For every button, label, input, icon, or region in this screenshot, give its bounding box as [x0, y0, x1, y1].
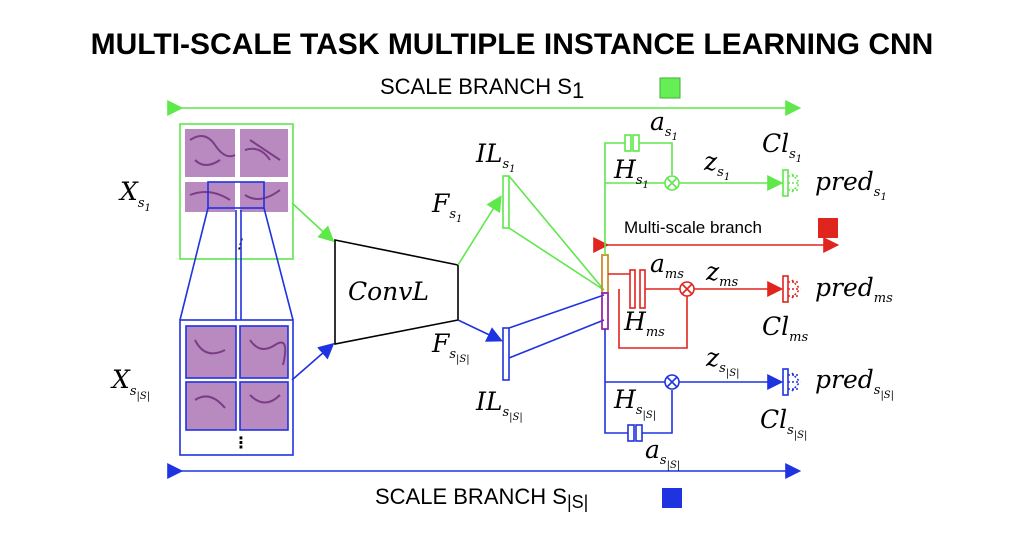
- arrow-input-bottom-to-conv: [291, 342, 335, 381]
- arrow-conv-to-il-top: [457, 195, 502, 266]
- branch-sS: zs|S| Hs|S| as|S| Cls|S| preds|S|: [604, 329, 894, 471]
- sS-attention-label: as|S|: [645, 435, 680, 471]
- input-bottom-ellipsis: ⋮: [233, 433, 249, 452]
- sS-prediction-label: preds|S|: [815, 365, 894, 401]
- s1-hidden-label: Hs1: [613, 155, 649, 191]
- multiscale-branch-label: Multi-scale branch: [624, 218, 762, 237]
- branch-ms: ams Hms zms Clms predms: [608, 249, 893, 349]
- sS-aggregate-label: zs|S|: [705, 343, 739, 379]
- s1-aggregate-label: zs1: [703, 147, 730, 183]
- branch-s1: as1 Hs1 zs1 Cls1 preds1: [604, 107, 887, 255]
- concat-block-orange: [601, 254, 609, 294]
- arrow-input-top-to-conv: [291, 202, 335, 243]
- svg-text:SCALE BRANCH S1: SCALE BRANCH S1: [380, 74, 584, 103]
- blue-legend-square: [662, 488, 682, 508]
- red-legend-square: [818, 218, 838, 238]
- green-legend-square: [659, 77, 681, 99]
- input-top-label: Xs1: [118, 177, 151, 214]
- ms-classifier-block: [782, 275, 789, 303]
- arrow-conv-to-il-bottom: [457, 319, 503, 342]
- scale-branch-top-label: SCALE BRANCH S1: [380, 74, 681, 103]
- il-top-label: ILs1: [475, 139, 516, 175]
- scale-branch-bottom-label: SCALE BRANCH S|S|: [375, 484, 682, 512]
- ms-classifier-label: Clms: [762, 312, 808, 345]
- s1-classifier-label: Cls1: [762, 129, 802, 165]
- s1-attention-label: as1: [650, 107, 678, 143]
- ms-hidden-label: Hms: [623, 307, 665, 340]
- input-top-ellipsis: ⋮: [233, 237, 246, 252]
- il-bottom-block: [502, 327, 510, 381]
- il-top-block: [502, 175, 510, 229]
- input-grid-bottom: ⋮: [179, 319, 294, 456]
- conv-label: ConvL: [348, 277, 429, 306]
- f-top-label: Fs1: [431, 189, 462, 225]
- sS-classifier-block: [782, 368, 789, 396]
- s1-classifier-block: [782, 169, 789, 197]
- il-bottom-label: ILs|S|: [475, 387, 523, 423]
- input-bottom-label: Xs|S|: [110, 365, 150, 402]
- diagram-title: MULTI-SCALE TASK MULTIPLE INSTANCE LEARN…: [91, 28, 934, 61]
- s1-prediction-label: preds1: [815, 167, 887, 203]
- ms-prediction-label: predms: [815, 273, 893, 306]
- input-grid-top: ⋮: [179, 123, 294, 260]
- f-bottom-label: Fs|S|: [431, 329, 470, 365]
- concat-block-purple: [601, 292, 609, 330]
- ms-aggregate-label: zms: [705, 257, 738, 290]
- ms-attention-label: ams: [650, 249, 684, 282]
- sS-hidden-label: Hs|S|: [613, 385, 656, 421]
- sS-classifier-label: Cls|S|: [760, 405, 807, 441]
- svg-text:SCALE BRANCH S|S|: SCALE BRANCH S|S|: [375, 484, 588, 512]
